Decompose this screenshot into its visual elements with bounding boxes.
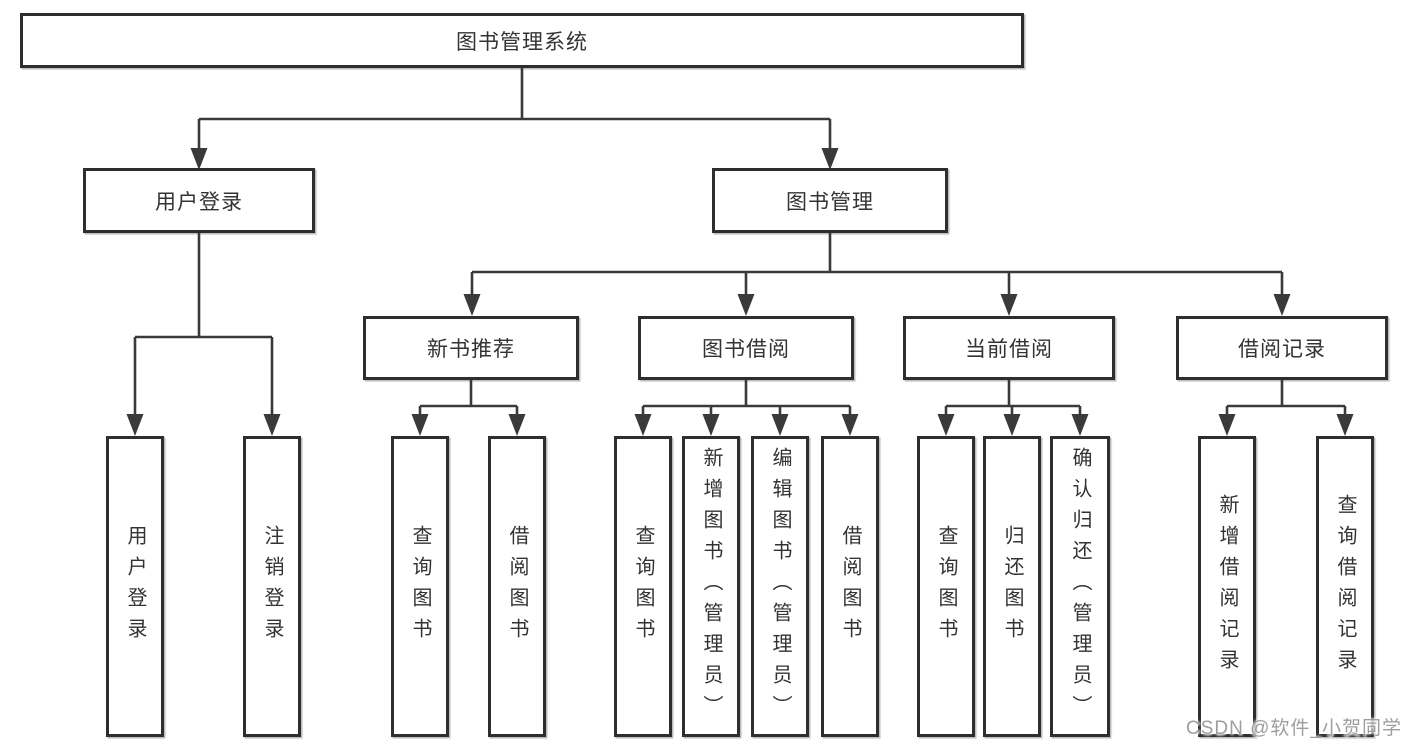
- node-borrow-records: 借阅记录: [1176, 316, 1388, 380]
- node-book-borrow: 图书借阅: [638, 316, 854, 380]
- leaf-logout: 注销登录: [243, 436, 301, 737]
- leaf-query-books-current: 查询图书: [917, 436, 975, 737]
- node-root: 图书管理系统: [20, 13, 1024, 68]
- leaf-user-login-label: 用户登录: [124, 524, 146, 649]
- connector-book-borrow-split: [634, 380, 859, 436]
- leaf-query-books-borrow-label: 查询图书: [632, 524, 654, 649]
- leaf-add-book-admin: 新增图书（管理员）: [682, 436, 740, 737]
- leaf-logout-label: 注销登录: [261, 524, 283, 649]
- leaf-query-books-recommend-label: 查询图书: [409, 524, 431, 649]
- leaf-return-book: 归还图书: [983, 436, 1041, 737]
- leaf-query-books-recommend: 查询图书: [391, 436, 449, 737]
- node-current-borrow: 当前借阅: [903, 316, 1115, 380]
- leaf-query-books-current-label: 查询图书: [935, 524, 957, 649]
- connector-current-borrow-split: [937, 380, 1089, 436]
- leaf-add-book-admin-label: 新增图书（管理员）: [700, 447, 722, 726]
- leaf-borrow-books-recommend: 借阅图书: [488, 436, 546, 737]
- csdn-watermark: CSDN @软件_小贺同学: [1186, 718, 1402, 739]
- connector-new-book-split: [411, 380, 526, 436]
- leaf-query-borrow-record: 查询借阅记录: [1316, 436, 1374, 737]
- node-book-borrow-label: 图书借阅: [702, 338, 790, 361]
- leaf-confirm-return-admin: 确认归还（管理员）: [1050, 436, 1110, 737]
- leaf-borrow-books-label: 借阅图书: [839, 524, 861, 649]
- leaf-confirm-return-admin-label: 确认归还（管理员）: [1069, 447, 1091, 726]
- leaf-add-borrow-record: 新增借阅记录: [1198, 436, 1256, 737]
- node-current-borrow-label: 当前借阅: [965, 338, 1053, 361]
- leaf-edit-book-admin-label: 编辑图书（管理员）: [769, 447, 791, 726]
- node-new-book-recommend-label: 新书推荐: [427, 338, 515, 361]
- leaf-borrow-books-recommend-label: 借阅图书: [506, 524, 528, 649]
- connector-root-split: [190, 68, 839, 170]
- node-user-login: 用户登录: [83, 168, 315, 233]
- connector-book-management-split: [463, 233, 1291, 316]
- node-root-label: 图书管理系统: [456, 30, 588, 54]
- node-borrow-records-label: 借阅记录: [1238, 338, 1326, 361]
- connector-user-login-split: [126, 233, 281, 436]
- leaf-add-borrow-record-label: 新增借阅记录: [1216, 493, 1238, 680]
- node-user-login-label: 用户登录: [155, 190, 243, 214]
- leaf-query-books-borrow: 查询图书: [614, 436, 672, 737]
- leaf-query-borrow-record-label: 查询借阅记录: [1334, 493, 1356, 680]
- connector-borrow-record-split: [1218, 380, 1354, 436]
- node-book-management-label: 图书管理: [786, 190, 874, 214]
- node-book-management: 图书管理: [712, 168, 948, 233]
- node-new-book-recommend: 新书推荐: [363, 316, 579, 380]
- leaf-return-book-label: 归还图书: [1001, 524, 1023, 649]
- leaf-borrow-books: 借阅图书: [821, 436, 879, 737]
- leaf-edit-book-admin: 编辑图书（管理员）: [751, 436, 809, 737]
- leaf-user-login: 用户登录: [106, 436, 164, 737]
